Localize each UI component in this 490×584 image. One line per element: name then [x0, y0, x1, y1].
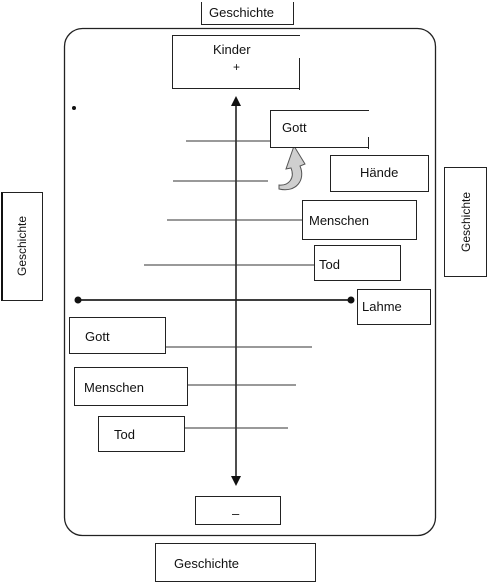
- top-geschichte-box: Geschichte: [201, 2, 294, 25]
- axis-label-lahme: Lahme: [362, 299, 402, 314]
- lower-box-menschen: Menschen: [74, 367, 188, 406]
- upper-box-gott: Gott: [270, 110, 369, 149]
- upper-label-menschen: Menschen: [309, 213, 369, 228]
- axis-end-left: [74, 296, 82, 304]
- upper-label-haende: Hände: [360, 165, 399, 180]
- top-pole-plus: +: [233, 60, 241, 74]
- bottom-pole-box: –: [195, 496, 281, 525]
- bottom-geschichte-label: Geschichte: [174, 556, 240, 571]
- top-pole-label: Kinder: [213, 42, 251, 57]
- curved-arrow-icon: [278, 144, 306, 191]
- upper-box-tod: Tod: [314, 245, 401, 281]
- top-geschichte-label: Geschichte: [209, 5, 275, 20]
- upper-box-menschen: Menschen: [302, 200, 417, 240]
- axis-arrow-up: [231, 96, 241, 106]
- upper-label-gott: Gott: [282, 120, 307, 135]
- right-geschichte-label: Geschichte: [459, 191, 473, 253]
- small-dot: [72, 106, 76, 110]
- left-geschichte-box: Geschichte: [1, 192, 43, 301]
- bottom-geschichte-box: Geschichte: [155, 543, 316, 582]
- right-geschichte-box: Geschichte: [444, 167, 487, 277]
- upper-box-haende: Hände: [330, 155, 429, 192]
- bottom-pole-label: –: [232, 506, 240, 521]
- lower-label-gott: Gott: [85, 329, 110, 344]
- axis-end-right: [347, 296, 355, 304]
- upper-label-tod: Tod: [319, 257, 340, 272]
- axis-arrow-down: [231, 476, 241, 486]
- left-geschichte-label: Geschichte: [15, 215, 29, 277]
- diagram-frame: [63, 27, 437, 537]
- axis-label-box: Lahme: [357, 289, 431, 325]
- lower-label-menschen: Menschen: [84, 380, 144, 395]
- top-pole-box: Kinder +: [172, 35, 300, 90]
- lower-label-tod: Tod: [114, 427, 135, 442]
- lower-box-tod: Tod: [98, 416, 185, 452]
- lower-box-gott: Gott: [69, 317, 166, 354]
